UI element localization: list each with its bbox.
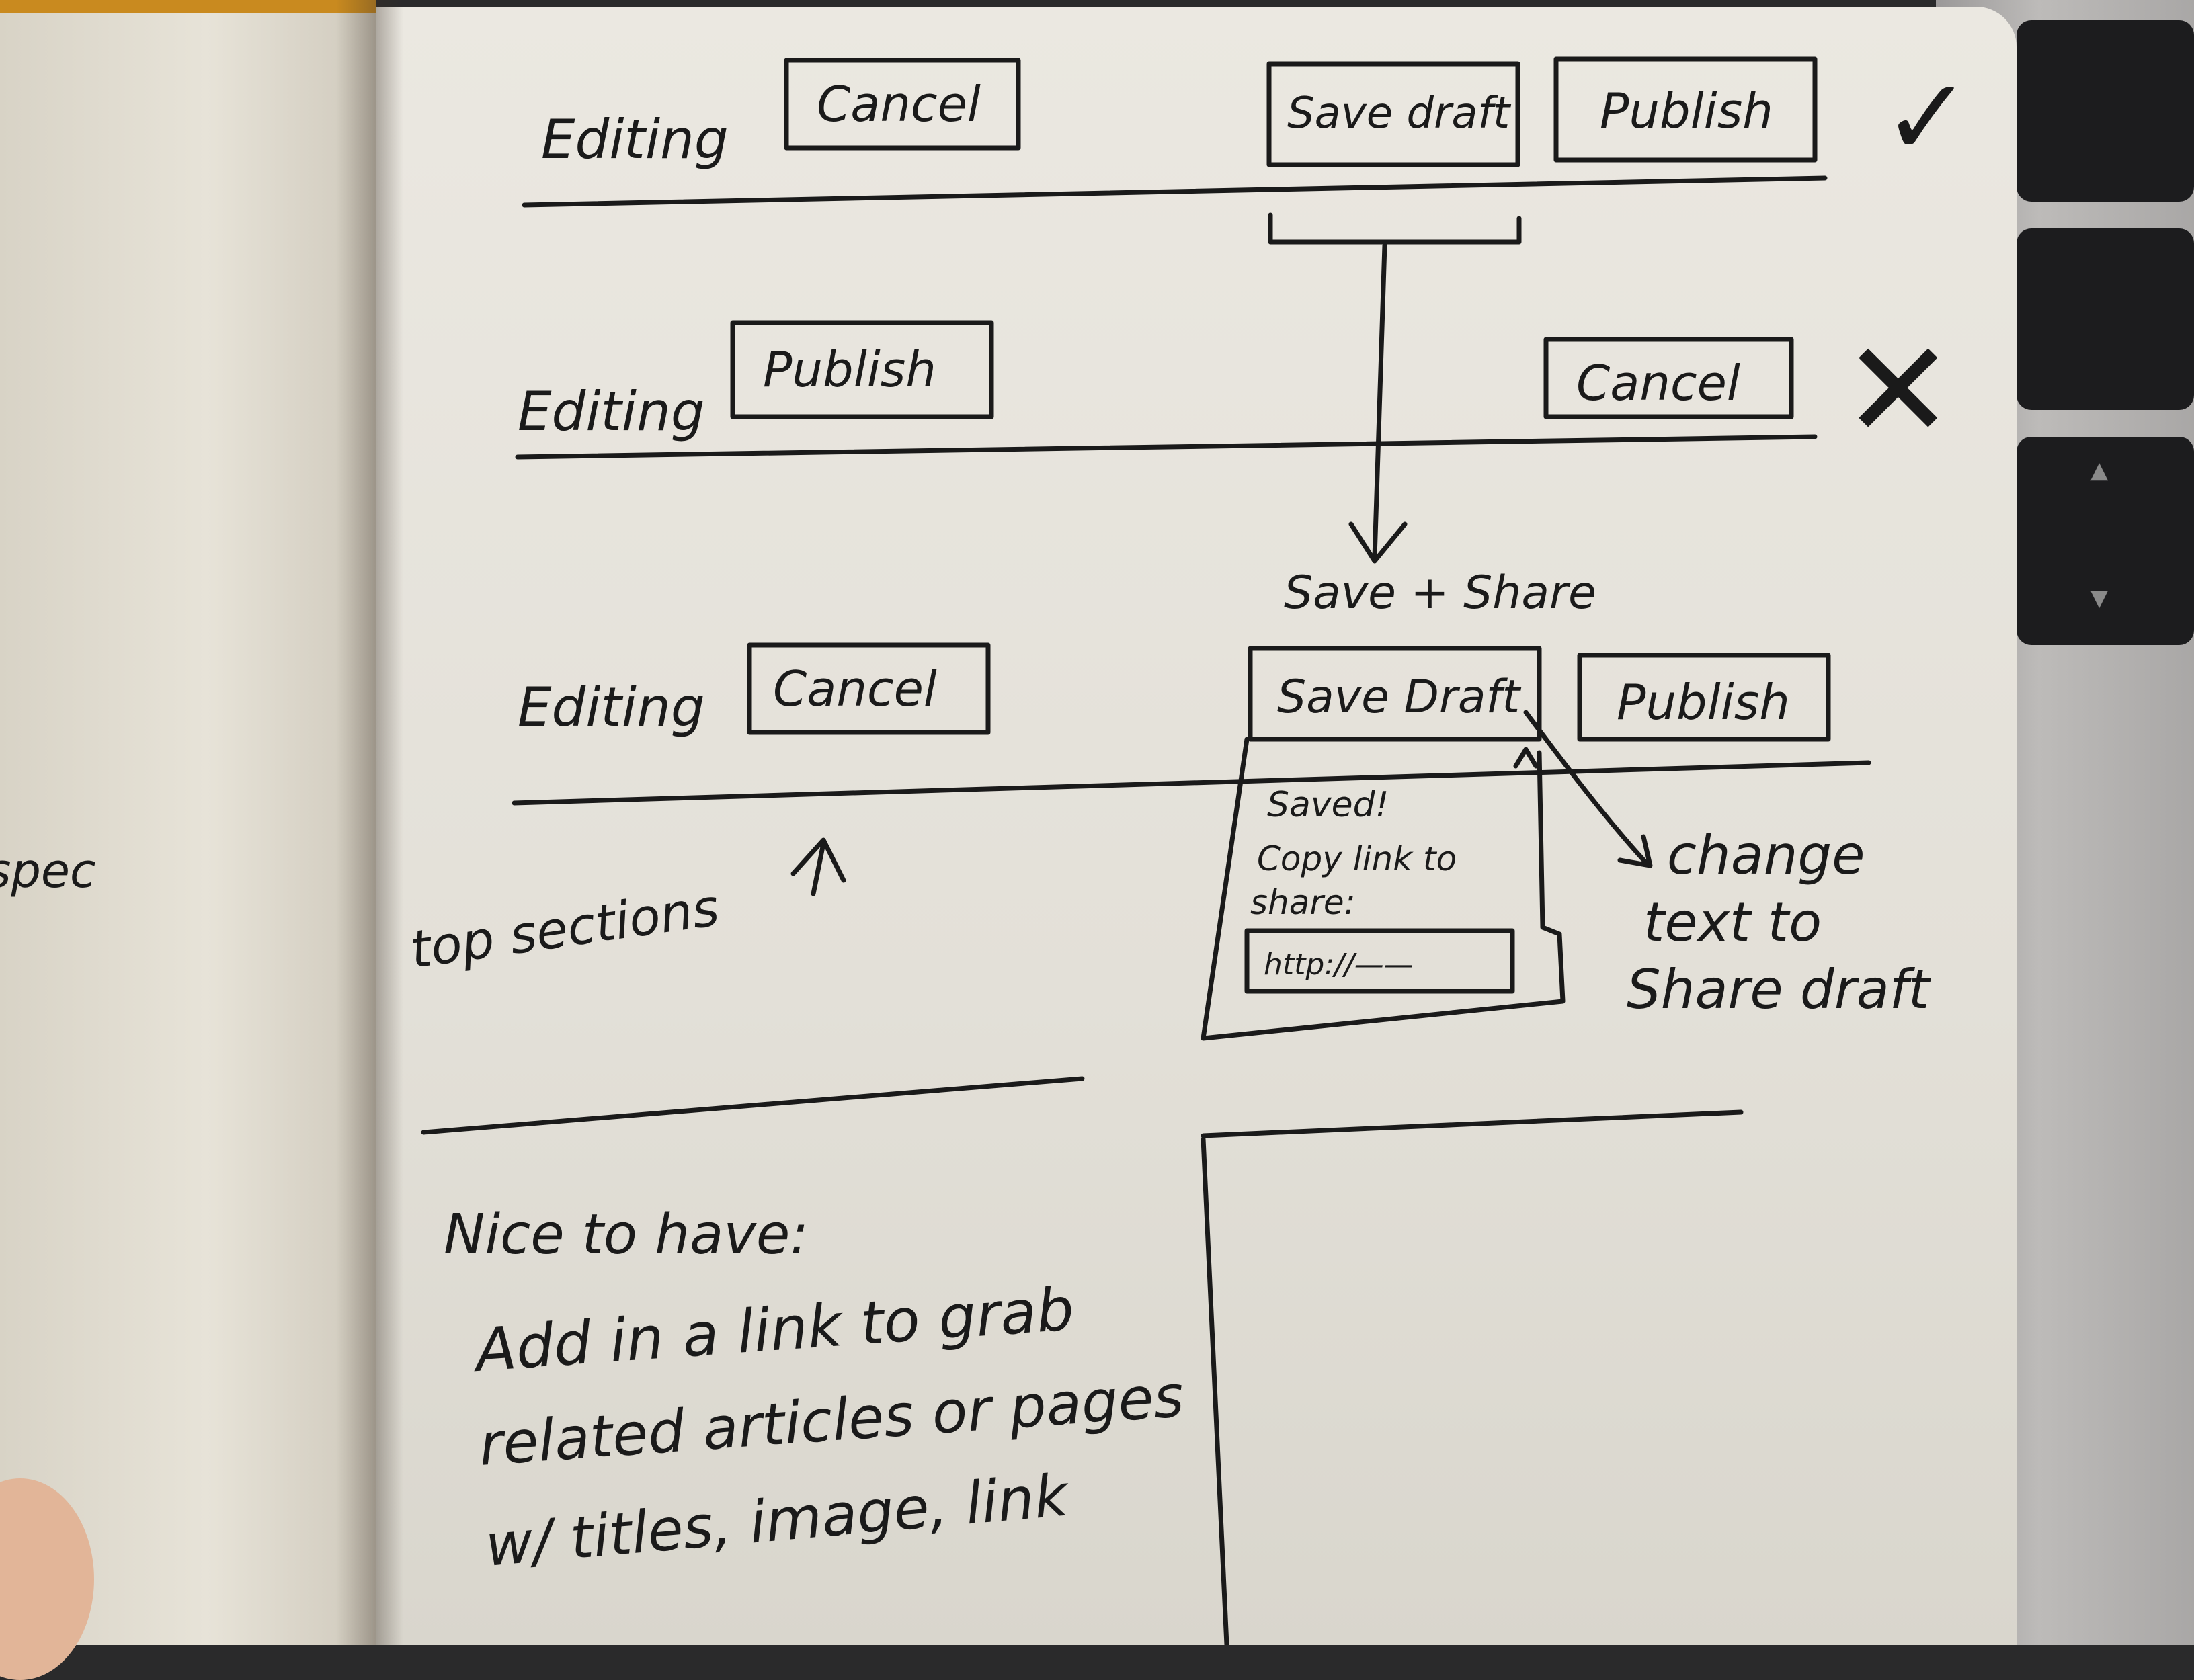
variant-a-publish-label: Publish (1600, 83, 1773, 139)
variant-a-publish-button (1553, 56, 1818, 163)
variant-c-save-draft-label: Save Draft (1277, 671, 1521, 724)
popover-copy-link-text: Copy link to (1257, 839, 1457, 878)
nice-to-have-heading: Nice to have: (444, 1203, 809, 1267)
variant-c-save-draft-button (1248, 646, 1542, 742)
popover-share-text: share: (1250, 883, 1356, 922)
vertical-separator (1201, 1136, 1229, 1645)
arrow-shaft (1372, 243, 1387, 560)
variant-c-cancel-button (747, 642, 991, 735)
laptop-key (2017, 20, 2194, 202)
bottom-left-separator (421, 1076, 1085, 1135)
variant-a-save-draft-button (1266, 61, 1520, 167)
change-text-arrow (1523, 710, 1650, 866)
variant-a-cancel-label: Cancel (817, 76, 981, 132)
nice-to-have-line-3: w/ titles, image, link (483, 1462, 1072, 1580)
save-share-heading: Save + Share (1284, 566, 1596, 620)
arrow-up-icon: ▲ (2090, 457, 2109, 484)
left-notebook-page (0, 13, 376, 1645)
variant-b-cancel-button (1543, 337, 1794, 419)
laptop-key (2017, 228, 2194, 410)
variant-c-editing-label: Editing (518, 676, 705, 739)
variant-b-publish-button (730, 320, 994, 419)
arrow-down-icon: ▼ (2090, 585, 2109, 612)
save-popover-box (1201, 737, 1566, 1041)
variant-a-editing-label: Editing (541, 108, 729, 171)
nice-to-have-line-1: Add in a link to grab (470, 1274, 1076, 1385)
variant-a-check-mark: ✓ (1882, 54, 1972, 180)
variant-b-editing-label: Editing (518, 380, 705, 443)
variant-c-toolbar-line (512, 760, 1871, 806)
popover-url-field (1244, 928, 1515, 994)
variant-b-publish-label: Publish (763, 341, 936, 398)
bracket-connector (1268, 212, 1522, 245)
variant-a-save-draft-label: Save draft (1287, 89, 1512, 138)
variant-b-cancel-label: Cancel (1576, 355, 1740, 411)
variant-b-x-mark: ✕ (1842, 312, 1955, 469)
left-page-fragment: spec (0, 843, 95, 898)
popover-saved-text: Saved! (1267, 785, 1389, 825)
arrow-head (1348, 521, 1408, 564)
bottom-right-separator (1201, 1109, 1744, 1138)
variant-c-publish-label: Publish (1617, 674, 1790, 730)
top-sections-note: top sections (407, 877, 723, 979)
nice-to-have-line-2: related articles or pages (477, 1363, 1186, 1479)
right-notebook-page (376, 7, 2017, 1645)
popover-url-text: http://—— (1264, 948, 1414, 982)
top-sections-arrow (790, 837, 846, 896)
variant-c-publish-button (1577, 653, 1831, 742)
variant-a-toolbar-line (522, 175, 1828, 208)
change-text-note-2: text to (1643, 891, 1822, 954)
laptop-key-arrow-down: ▼ (2017, 517, 2194, 645)
change-text-note-3: Share draft (1627, 958, 1931, 1021)
variant-b-toolbar-line (515, 434, 1818, 460)
variant-c-cancel-label: Cancel (773, 661, 937, 717)
change-text-arrow-head (1617, 834, 1653, 868)
change-text-note-1: change (1667, 824, 1865, 886)
notebook-gutter (336, 0, 403, 1645)
sketch-ink: spec Editing Cancel Save draft Publish ✓… (0, 54, 1972, 1645)
variant-a-cancel-button (784, 58, 1021, 151)
popover-caret (1513, 747, 1539, 769)
